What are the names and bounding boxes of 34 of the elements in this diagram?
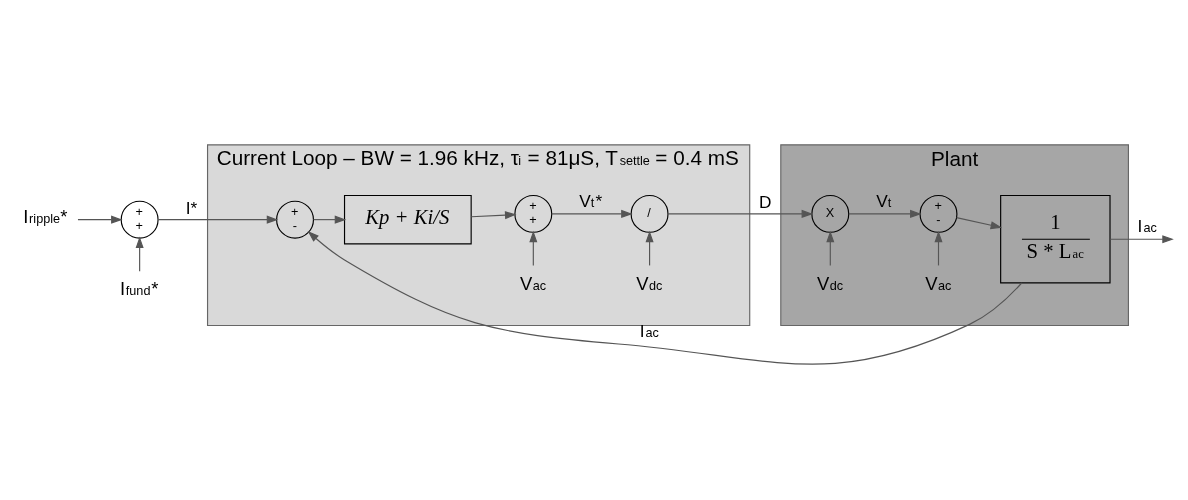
edge-label: Iac — [1137, 216, 1157, 237]
arrow — [307, 230, 1023, 365]
node-circle: + - — [919, 194, 958, 233]
arrow — [826, 230, 835, 266]
arrow — [934, 230, 943, 266]
arrow — [955, 217, 1003, 230]
arrow — [667, 209, 814, 218]
arrow — [645, 230, 654, 266]
edge-label: D — [758, 192, 772, 213]
node-text: Vdc — [636, 272, 663, 294]
node-box: 1 S * Lac — [1000, 194, 1111, 284]
arrow — [135, 236, 144, 272]
arrow — [1109, 235, 1174, 244]
arrow — [529, 230, 538, 266]
node-circle: X — [811, 194, 850, 233]
edge-label: I* — [185, 197, 198, 218]
arrow — [157, 215, 279, 224]
node-circle: + + — [514, 194, 553, 233]
node-circle: / — [630, 194, 669, 233]
node-text: Vdc — [817, 272, 844, 294]
edge-label: Vt* — [579, 190, 603, 211]
arrow — [551, 209, 633, 218]
arrow — [77, 215, 123, 224]
node-circle: + + — [120, 200, 159, 239]
arrow — [312, 215, 347, 224]
edge-label: Vt — [876, 190, 892, 211]
arrow — [470, 211, 517, 220]
node-circle: + - — [276, 200, 315, 239]
node-text: Ifund* — [120, 278, 159, 300]
node-text: Vac — [925, 272, 952, 294]
node-text: Vac — [520, 272, 547, 294]
node-text: Iripple* — [23, 205, 68, 227]
arrow — [848, 209, 922, 218]
node-box: Kp + Ki/S — [343, 194, 472, 245]
